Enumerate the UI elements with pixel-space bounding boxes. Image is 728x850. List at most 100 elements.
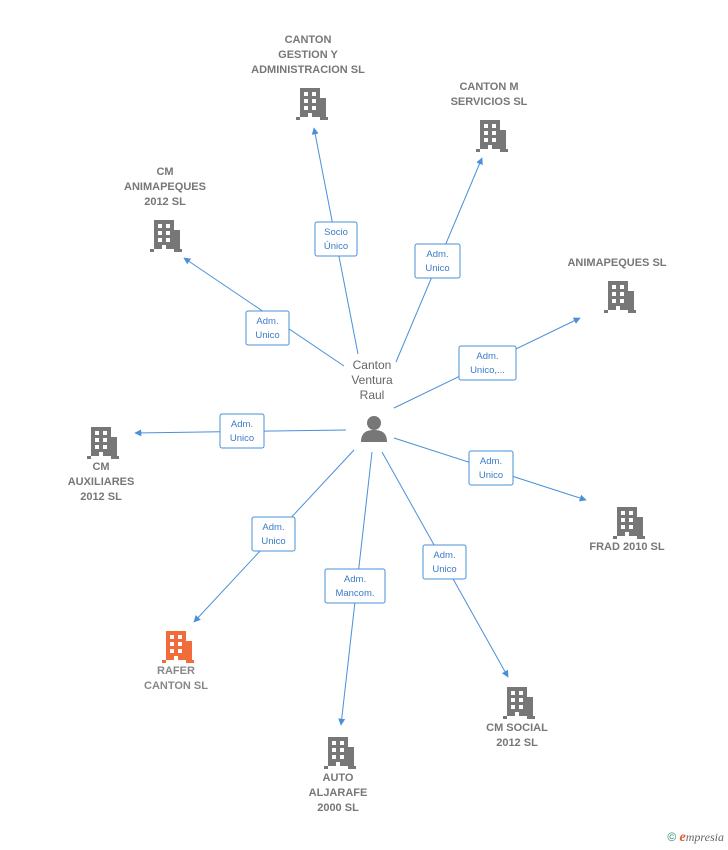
- building-icon: [324, 737, 356, 769]
- brand-logo-initial: e: [679, 830, 686, 845]
- company-name-line: GESTION Y: [278, 49, 338, 61]
- edges-layer: [134, 127, 587, 726]
- company-node-frad-2010[interactable]: FRAD 2010 SL: [589, 507, 665, 553]
- edge-label-text: Adm. Unico: [479, 456, 503, 481]
- edge-label-text: Adm. Unico: [255, 316, 279, 341]
- edge-label-line: Unico: [230, 433, 254, 444]
- company-name-line: 2000 SL: [317, 802, 359, 814]
- copyright-icon: ©: [667, 830, 677, 844]
- edge-label-text: Adm. Mancom.: [335, 574, 374, 599]
- company-name: FRAD 2010 SL: [589, 541, 664, 553]
- edge-label-line: Unico: [432, 564, 456, 575]
- company-name-line: ANIMAPEQUES: [124, 181, 206, 193]
- edge-label-line: Adm.: [231, 419, 253, 430]
- edge-label-box: [458, 345, 517, 381]
- company-node-cm-social-2012[interactable]: CM SOCIAL 2012 SL: [486, 687, 548, 749]
- company-name-line: 2012 SL: [144, 196, 186, 208]
- building-icon: [162, 631, 194, 663]
- company-name-line: CANTON SL: [144, 680, 208, 692]
- edge-label-line: Unico,...: [470, 365, 505, 376]
- edge-label-line: Único: [324, 241, 348, 252]
- edge-label-canton-m-servicios[interactable]: Adm. Unico: [414, 243, 461, 279]
- company-name-line: AUXILIARES: [68, 476, 135, 488]
- edge-label-cm-animapeques-2012[interactable]: Adm. Unico: [245, 310, 290, 346]
- edge-label-line: Adm.: [344, 574, 366, 585]
- company-name: CM ANIMAPEQUES 2012 SL: [124, 166, 206, 208]
- company-name-line: FRAD 2010 SL: [589, 541, 664, 553]
- edge-label-box: [422, 544, 467, 580]
- edge-label-text: Adm. Unico,...: [470, 351, 505, 376]
- company-name: CM AUXILIARES 2012 SL: [68, 461, 135, 503]
- edge-label-text: Adm. Unico: [432, 550, 456, 575]
- company-name: CANTON M SERVICIOS SL: [451, 81, 528, 108]
- company-name: RAFER CANTON SL: [144, 665, 208, 692]
- building-icon: [604, 281, 636, 313]
- edge-label-frad-2010[interactable]: Adm. Unico: [468, 450, 514, 486]
- edge-label-animapeques[interactable]: Adm. Unico,...: [458, 345, 517, 381]
- edge-label-box: [324, 568, 386, 604]
- edge-label-auto-aljarafe-2000[interactable]: Adm. Mancom.: [324, 568, 386, 604]
- edge-label-line: Adm.: [426, 249, 448, 260]
- company-node-canton-m-servicios[interactable]: CANTON M SERVICIOS SL: [451, 81, 528, 152]
- company-node-auto-aljarafe-2000[interactable]: AUTO ALJARAFE 2000 SL: [309, 737, 368, 814]
- edge-label-line: Unico: [255, 330, 279, 341]
- edge-label-line: Adm.: [433, 550, 455, 561]
- person-name-line: Ventura: [351, 373, 393, 387]
- edge-label-box: [468, 450, 514, 486]
- edge-label-cm-auxiliares-2012[interactable]: Adm. Unico: [219, 413, 265, 449]
- edge-label-line: Mancom.: [335, 588, 374, 599]
- nodes-layer: CANTON GESTION Y ADMINISTRACION SL CANTON M…: [68, 34, 667, 814]
- company-node-animapeques[interactable]: ANIMAPEQUES SL: [567, 257, 667, 313]
- brand-footer: © empresia: [667, 830, 724, 846]
- edge-label-rafer-canton[interactable]: Adm. Unico: [251, 516, 296, 552]
- building-icon: [150, 220, 182, 252]
- company-name: CANTON GESTION Y ADMINISTRACION SL: [251, 34, 365, 76]
- edge-label-line: Unico: [261, 536, 285, 547]
- company-name-line: CANTON: [285, 34, 332, 46]
- edge-label-box: [414, 243, 461, 279]
- company-name-line: 2012 SL: [496, 737, 538, 749]
- company-name-line: 2012 SL: [80, 491, 122, 503]
- edge-label-line: Adm.: [476, 351, 498, 362]
- person-icon: [361, 416, 387, 442]
- edge-label-line: Socio: [324, 227, 348, 238]
- company-name-line: ADMINISTRACION SL: [251, 64, 365, 76]
- company-name-line: ANIMAPEQUES SL: [567, 257, 666, 269]
- building-icon: [503, 687, 535, 719]
- company-name-line: CANTON M: [459, 81, 518, 93]
- company-name: CM SOCIAL 2012 SL: [486, 722, 548, 749]
- company-name: ANIMAPEQUES SL: [567, 257, 666, 269]
- edge-label-line: Adm.: [262, 522, 284, 533]
- company-name-line: CM: [156, 166, 173, 178]
- edge-label-cm-social-2012[interactable]: Adm. Unico: [422, 544, 467, 580]
- company-name-line: RAFER: [157, 665, 195, 677]
- company-node-cm-animapeques-2012[interactable]: CM ANIMAPEQUES 2012 SL: [124, 166, 206, 252]
- company-name-line: CM SOCIAL: [486, 722, 548, 734]
- edge-label-box: [219, 413, 265, 449]
- edge-label-line: Adm.: [480, 456, 502, 467]
- edge-label-text: Adm. Unico: [261, 522, 285, 547]
- edge-label-line: Adm.: [256, 316, 278, 327]
- company-node-cm-auxiliares-2012[interactable]: CM AUXILIARES 2012 SL: [68, 427, 135, 503]
- company-node-rafer-canton[interactable]: RAFER CANTON SL: [144, 631, 208, 692]
- company-name: AUTO ALJARAFE 2000 SL: [309, 772, 368, 814]
- edge-label-box: [314, 221, 358, 257]
- person-name-line: Raul: [360, 388, 385, 402]
- edge-label-line: Unico: [479, 470, 503, 481]
- brand-logo-text: mpresia: [685, 830, 724, 844]
- company-name-line: CM: [92, 461, 109, 473]
- edge-label-text: Adm. Unico: [425, 249, 449, 274]
- building-icon: [613, 507, 645, 539]
- company-name-line: AUTO: [323, 772, 354, 784]
- edge-label-line: Unico: [425, 263, 449, 274]
- building-icon: [296, 88, 328, 120]
- company-name-line: ALJARAFE: [309, 787, 368, 799]
- company-name-line: SERVICIOS SL: [451, 96, 528, 108]
- company-node-canton-gestion[interactable]: CANTON GESTION Y ADMINISTRACION SL: [251, 34, 365, 120]
